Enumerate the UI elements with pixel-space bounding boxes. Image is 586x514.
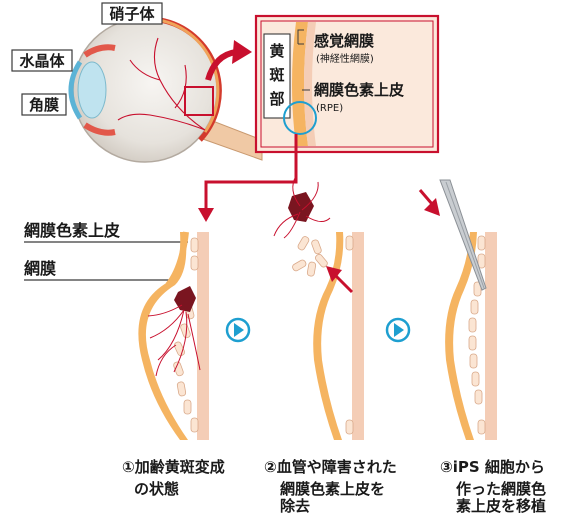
removed-cells bbox=[291, 235, 328, 276]
label-inset-rpe: 網膜色素上皮 bbox=[314, 81, 404, 99]
caption-step-2: ②血管や障害された 網膜色素上皮を 除去 bbox=[264, 458, 397, 514]
label-vitreous-text: 硝子体 bbox=[109, 5, 155, 23]
caption-1-line-2: の状態 bbox=[134, 480, 179, 498]
label-vitreous: 硝子体 bbox=[102, 3, 162, 24]
caption-step-3: ③iPS 細胞から 作った網膜色 素上皮を移植 bbox=[440, 458, 546, 514]
panel-3 bbox=[420, 180, 497, 440]
layer-labels: 網膜色素上皮 網膜 bbox=[24, 221, 188, 280]
next-arrow-2 bbox=[387, 319, 409, 341]
caption-1-line-1: ①加齢黄斑変成 bbox=[122, 458, 225, 476]
label-sensory-retina: 感覚網膜 bbox=[314, 32, 374, 50]
label-retina-layer: 網膜 bbox=[24, 259, 56, 278]
macula-char-2: 斑 bbox=[269, 66, 284, 84]
eye-illustration bbox=[71, 18, 262, 162]
transplant-arrow bbox=[420, 190, 440, 216]
removed-lesion bbox=[288, 192, 314, 222]
panel-1 bbox=[138, 232, 209, 440]
caption-3-line-2: 作った網膜色 bbox=[456, 480, 546, 498]
lens-shape bbox=[78, 62, 106, 118]
caption-3-line-3: 素上皮を移植 bbox=[456, 497, 546, 514]
label-lens-text: 水晶体 bbox=[19, 52, 65, 70]
caption-2-line-1: ②血管や障害された bbox=[264, 458, 397, 476]
caption-step-1: ①加齢黄斑変成 の状態 bbox=[122, 458, 225, 498]
macula-char-1: 黄 bbox=[269, 42, 284, 60]
caption-2-line-2: 網膜色素上皮を bbox=[280, 480, 385, 498]
label-inset-rpe-sub: (RPE) bbox=[316, 103, 343, 114]
macula-inset: 黄 斑 部 感覚網膜 (神経性網膜) 網膜色素上皮 (RPE) bbox=[256, 16, 438, 152]
panel-2 bbox=[274, 176, 364, 440]
label-cornea-text: 角膜 bbox=[29, 96, 59, 114]
caption-2-line-3: 除去 bbox=[280, 497, 310, 514]
label-cornea: 角膜 bbox=[22, 94, 66, 115]
caption-3-line-1: ③iPS 細胞から bbox=[440, 458, 545, 476]
next-arrow-1 bbox=[227, 319, 249, 341]
label-rpe-layer: 網膜色素上皮 bbox=[24, 221, 120, 240]
label-sensory-retina-sub: (神経性網膜) bbox=[316, 52, 374, 65]
label-lens: 水晶体 bbox=[12, 50, 72, 71]
macula-char-3: 部 bbox=[269, 90, 284, 108]
